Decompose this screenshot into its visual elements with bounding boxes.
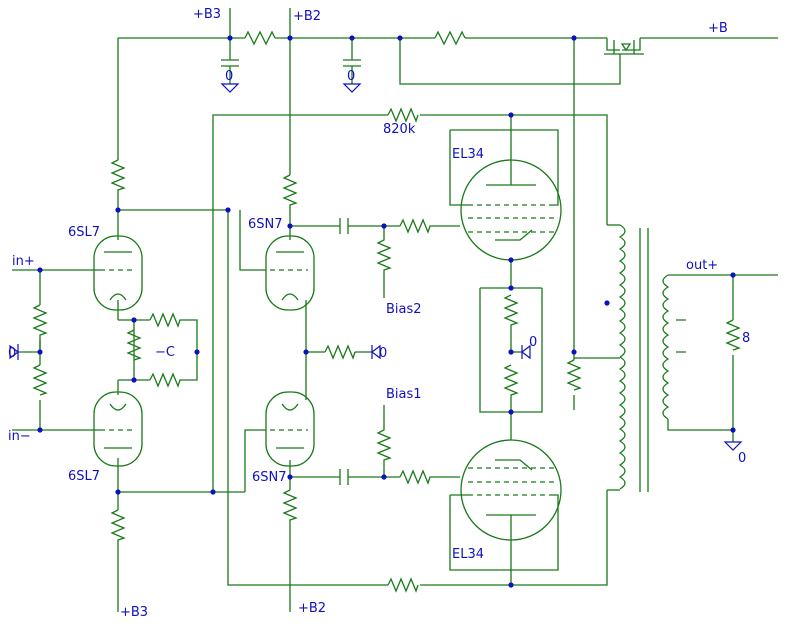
resistor-sn7-plate-bottom: [282, 489, 298, 612]
resistor-cathode-shared: [126, 329, 142, 361]
label-b3-top: +B3: [193, 7, 221, 22]
mosfet-regulator: [604, 38, 644, 62]
resistor-sl7-plate-bottom: [110, 509, 126, 612]
resistor-screen: [566, 359, 582, 391]
label-b-plus: +B: [708, 21, 728, 36]
label-bias1: Bias1: [386, 387, 422, 402]
ground-cathode-symbol: [521, 344, 531, 360]
label-el34-top: EL34: [452, 147, 484, 162]
label-b3-bottom: +B3: [120, 605, 148, 620]
label-out-plus: out+: [686, 258, 718, 273]
resistor-input-bottom: [32, 364, 48, 396]
resistor-cathode-top: [149, 312, 186, 328]
resistor-load-8: [725, 319, 741, 351]
resistor-bias2: [376, 226, 392, 298]
resistor-b2-b: [434, 30, 466, 46]
label-in-minus: in−: [8, 429, 31, 444]
label-6sn7-top: 6SN7: [248, 217, 283, 232]
decoupling-capacitor-1: [220, 38, 240, 93]
label-in-plus: in+: [12, 254, 35, 269]
resistor-grid-stopper-top: [399, 218, 460, 234]
resistor-cathode-el34-top: [503, 294, 519, 352]
resistor-cathode-bottom: [149, 372, 186, 388]
tube-el34-bottom: [449, 439, 562, 585]
label-820k: 820k: [383, 122, 416, 137]
ground-output-symbol: [723, 441, 743, 451]
label-gnd-out: 0: [738, 451, 746, 466]
label-load-8: 8: [742, 331, 750, 346]
label-6sl7-top: 6SL7: [68, 225, 100, 240]
resistor-grid-stopper-bottom: [399, 469, 460, 485]
tube-6sn7-bottom: [265, 391, 315, 467]
resistor-sn7-tail: [324, 344, 356, 360]
resistor-feedback-bottom: [387, 577, 419, 593]
label-gnd-mid: 0: [379, 346, 387, 361]
label-cap-gnd-1: 0: [225, 69, 233, 84]
feedback-wire-bottom: [227, 210, 608, 586]
resistor-sn7-plate-top: [282, 174, 298, 240]
coupling-cap-bottom: [339, 469, 349, 485]
feedback-wire-top: [212, 114, 608, 492]
label-6sn7-bottom: 6SN7: [252, 470, 287, 485]
output-transformer: [607, 224, 778, 492]
resistor-input-top: [32, 304, 48, 352]
ground-left-symbol: [9, 344, 19, 360]
label-b2-top: +B2: [293, 9, 321, 24]
tube-6sn7-top: [265, 235, 315, 311]
resistor-sl7-plate-top: [110, 159, 126, 210]
decoupling-capacitor-2: [342, 38, 362, 93]
label-gnd-cathode: 0: [529, 335, 537, 350]
label-neg-c: −C: [155, 345, 175, 360]
coupling-cap-top: [339, 218, 349, 234]
tube-el34-top: [449, 115, 562, 261]
label-bias2: Bias2: [386, 302, 422, 317]
label-6sl7-bottom: 6SL7: [68, 469, 100, 484]
junction-dots: [37, 35, 736, 588]
label-cap-gnd-2: 0: [347, 69, 355, 84]
ground-tail-symbol: [371, 344, 381, 360]
label-el34-bottom: EL34: [452, 547, 484, 562]
resistor-bias1: [376, 405, 392, 477]
resistor-820k: [387, 107, 419, 123]
resistor-cathode-el34-bottom: [503, 364, 519, 440]
label-b2-bottom: +B2: [298, 601, 326, 616]
supply-rail-wires: [117, 8, 778, 352]
tube-6sl7-top: [40, 235, 143, 311]
resistor-b3-b2: [244, 30, 276, 46]
label-gnd-left: 0: [8, 346, 16, 361]
tube-6sl7-bottom: [40, 391, 143, 467]
